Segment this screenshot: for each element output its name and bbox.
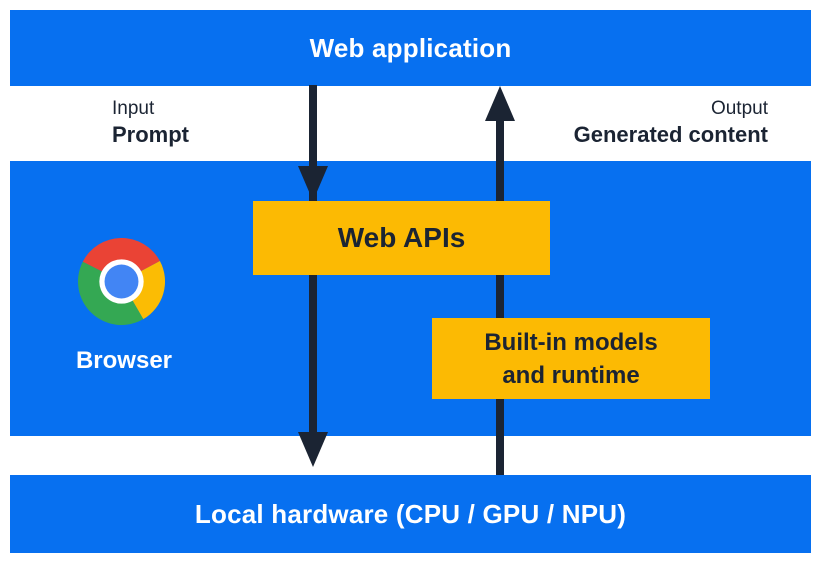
web-apis-label: Web APIs	[337, 222, 466, 253]
output-arrowhead-to-web-app	[485, 86, 515, 121]
builtin-models-line1: Built-in models	[484, 328, 658, 356]
web-apis-box: Web APIs	[253, 201, 550, 275]
chrome-logo-icon	[78, 238, 165, 325]
builtin-models-box: Built-in models and runtime	[432, 318, 710, 399]
prompt-label: Prompt	[112, 122, 189, 147]
output-flow-labels: Output Generated content	[574, 97, 768, 148]
local-hardware-bar: Local hardware (CPU / GPU / NPU)	[10, 475, 811, 553]
output-label: Output	[710, 98, 768, 119]
input-flow-labels: Input Prompt	[112, 97, 189, 148]
input-arrowhead-to-hardware	[298, 432, 328, 467]
input-label: Input	[112, 98, 155, 119]
generated-content-label: Generated content	[573, 122, 768, 147]
local-hardware-label: Local hardware (CPU / GPU / NPU)	[194, 498, 627, 529]
web-application-bar: Web application	[10, 10, 811, 86]
output-arrow-line	[496, 115, 504, 475]
web-application-label: Web application	[309, 32, 512, 63]
browser-label: Browser	[75, 347, 173, 374]
builtin-models-line2: and runtime	[502, 361, 640, 389]
